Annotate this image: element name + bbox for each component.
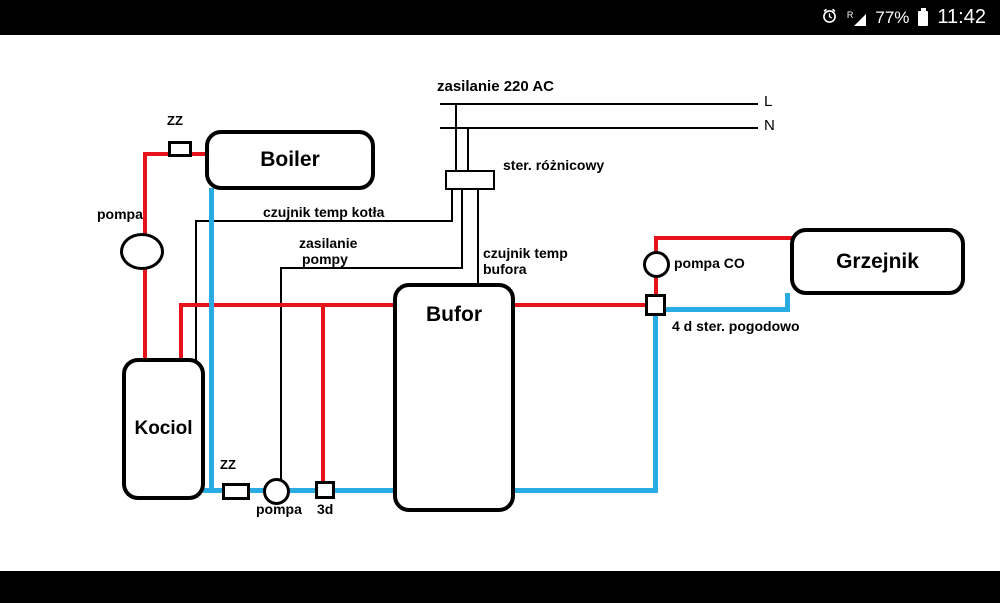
grzejnik-box: Grzejnik [790, 228, 965, 295]
battery-icon [918, 7, 929, 26]
wire-pump-power-vertical-2 [280, 267, 282, 480]
pump-bottom-label: pompa [256, 501, 302, 517]
pipe-cold-grzejnik-horizontal [656, 307, 790, 312]
pipe-cold-grzejnik-riser [785, 293, 790, 312]
battery-percent-text: 77% [875, 7, 910, 27]
pump-supply-label-line1: zasilanie [299, 235, 358, 251]
valve-3d-label: 3d [317, 501, 334, 517]
pipe-hot-3d-branch [321, 303, 325, 484]
pump-boiler-label: pompa [97, 206, 143, 222]
check-valve-zz-bottom [222, 483, 250, 500]
status-bar: R 77% 11:42 [0, 0, 1000, 35]
zz-top-label: ZZ [167, 113, 183, 128]
bufor-box: Bufor [393, 283, 515, 512]
pump-boiler-icon [120, 233, 164, 270]
pump-co-label: pompa CO [674, 255, 745, 271]
wire-sensor-kociol-horizontal [195, 220, 453, 222]
wire-sensor-kociol-vertical-2 [195, 220, 197, 360]
pipe-hot-kociol-riser [179, 303, 183, 361]
check-valve-zz-top [168, 141, 192, 157]
mixing-valve-3d [315, 481, 335, 499]
mixing-valve-4d [645, 294, 666, 316]
pipe-cold-boiler-vertical [209, 188, 214, 492]
wire-pump-power-horizontal [280, 267, 463, 269]
pump-supply-label-line2: pompy [302, 251, 348, 267]
signal-triangle-icon [854, 13, 867, 26]
valve-4d-label: 4 d ster. pogodowo [672, 318, 800, 334]
kociol-box: Kociol [122, 358, 205, 500]
signal-icon: R [847, 10, 867, 26]
wire-pump-power-vertical-1 [461, 190, 463, 268]
zz-bottom-label: ZZ [220, 457, 236, 472]
pump-bottom-icon [263, 478, 290, 505]
alarm-icon [821, 7, 838, 29]
pump-co-icon [643, 251, 670, 278]
pipe-hot-grzejnik-horizontal [654, 236, 792, 240]
grzejnik-label: Grzejnik [836, 249, 919, 273]
clock-text: 11:42 [937, 6, 986, 28]
boiler-label: Boiler [260, 148, 320, 171]
wire-line-L [440, 103, 758, 105]
wire-drop-L [455, 103, 457, 170]
power-supply-label: zasilanie 220 AC [437, 78, 555, 95]
wire-sensor-bufor-vertical [477, 190, 479, 284]
wire-sensor-kociol-vertical-1 [451, 190, 453, 221]
sensor-bufor-label-line2: bufora [483, 261, 527, 277]
controller-label: ster. różnicowy [503, 157, 605, 173]
boiler-box: Boiler [205, 130, 375, 190]
wire-drop-N [467, 127, 469, 170]
navigation-bar [0, 571, 1000, 603]
sensor-bufor-label-line1: czujnik temp [483, 245, 568, 261]
line-n-label: N [764, 117, 775, 134]
pipe-cold-co-vertical [653, 314, 658, 493]
line-l-label: L [764, 93, 773, 110]
wire-line-N [440, 127, 758, 129]
kociol-label: Kociol [134, 418, 193, 439]
bufor-label: Bufor [426, 303, 482, 326]
differential-controller-box [445, 170, 495, 190]
network-type-label: R [846, 9, 854, 20]
sensor-kociol-label: czujnik temp kotła [263, 204, 385, 220]
